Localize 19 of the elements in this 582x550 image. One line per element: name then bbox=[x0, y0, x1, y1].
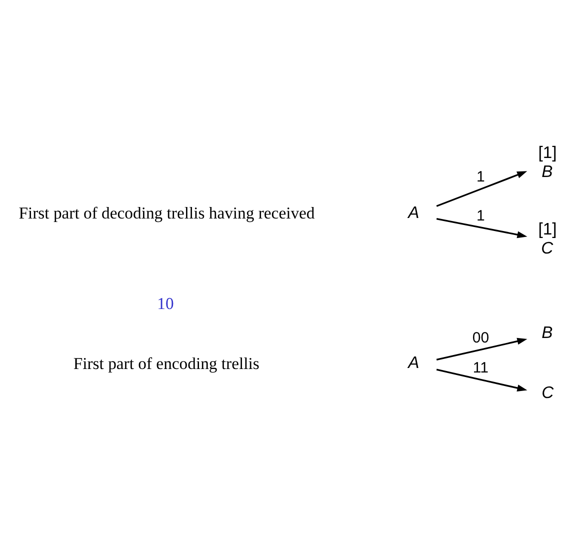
node-label: [1] bbox=[538, 220, 557, 239]
edge-label: 1 bbox=[476, 208, 485, 225]
node-label: [1] bbox=[538, 142, 557, 162]
node-text: C bbox=[542, 382, 554, 402]
node-text: B bbox=[542, 322, 553, 342]
node-text: A bbox=[408, 202, 420, 222]
node-text: C bbox=[541, 238, 554, 258]
edge-label: 11 bbox=[472, 359, 488, 376]
arrow bbox=[436, 368, 528, 392]
label: 10 bbox=[157, 294, 174, 313]
label: First part of decoding trellis having received bbox=[18, 204, 315, 223]
arrow bbox=[436, 171, 528, 207]
arrow bbox=[436, 338, 528, 360]
node-text: A bbox=[408, 352, 420, 372]
edge-label: 1 bbox=[476, 168, 485, 186]
edge-label: 00 bbox=[472, 329, 490, 346]
label: First part of encoding trellis bbox=[73, 354, 260, 373]
node-text: B bbox=[542, 162, 553, 182]
arrow bbox=[436, 218, 528, 238]
